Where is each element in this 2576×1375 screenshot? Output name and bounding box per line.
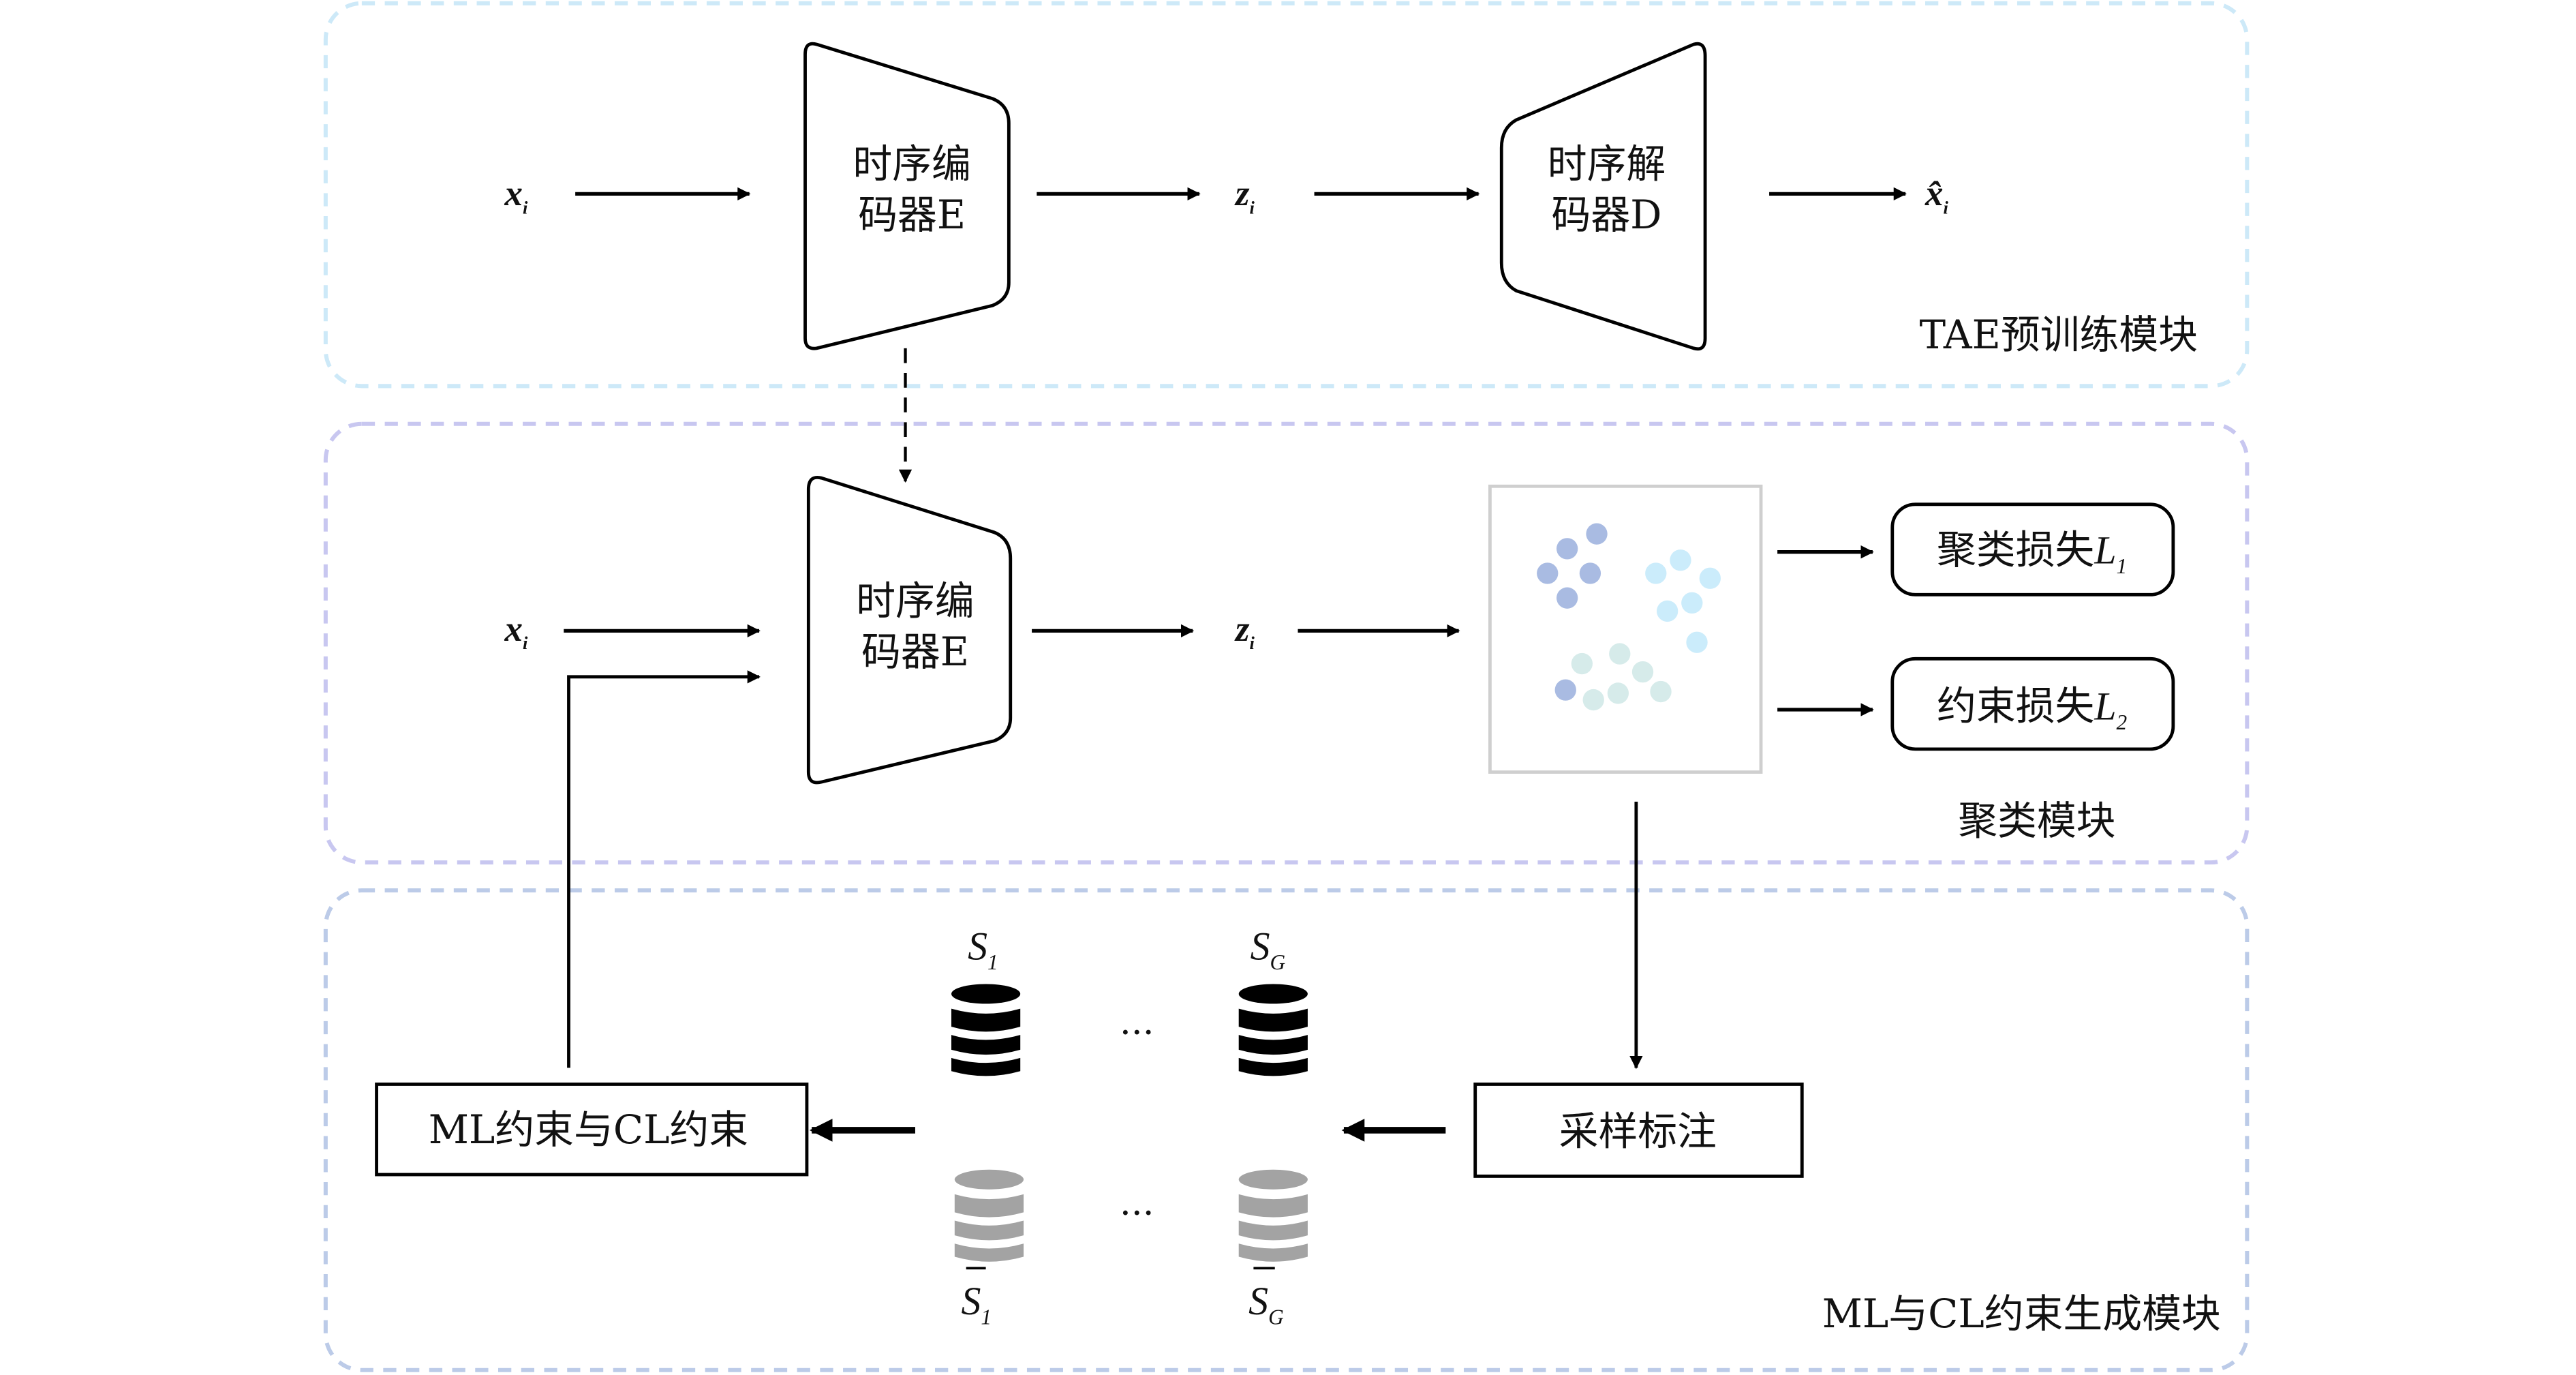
scatter-point [1656,600,1678,622]
arrow-constraints-feedback [567,670,761,1068]
scatter-point [1537,562,1559,584]
database-icon-sg-bar [1238,1169,1308,1262]
scatter-point [1571,652,1593,675]
constraints-box [375,1083,809,1177]
scatter-point [1579,562,1601,584]
scatter-point [1607,682,1629,704]
s1-bar-label: S1 [961,1279,992,1329]
scatter-point [1650,680,1672,703]
s1-label: S1 [968,924,998,973]
scatter-point [1586,523,1608,545]
scatter-point [1681,592,1703,614]
scatter-point [1699,567,1721,589]
ellipsis-bottom: ··· [1120,1192,1154,1235]
sampling-label: 采样标注 [1559,1108,1717,1155]
loss1-label: 聚类损失L1 [1937,527,2127,578]
pretrain-input-label: xi [504,174,529,217]
database-icon-s1 [951,984,1021,1076]
cluster-input-label: xi [504,609,529,653]
scatter-point [1554,679,1576,701]
sg-bar-label: SG [1248,1279,1284,1329]
cluster-scatter-points [1537,523,1721,711]
loss2-label: 约束损失L2 [1937,682,2127,734]
pretrain-module-frame [323,1,2250,389]
database-icon-sg [1238,984,1308,1076]
loss2-box [1890,656,2175,751]
cluster-module-frame [323,421,2250,865]
scatter-point [1631,661,1654,683]
constraint-module-frame [323,888,2250,1372]
constraints-label: ML约束与CL约束 [429,1106,748,1153]
loss1-box [1890,502,2175,596]
cluster-scatter-panel [1488,484,1763,774]
decoder-shape [1499,42,1707,351]
ellipsis-top: ··· [1120,1012,1154,1054]
cluster-module-label: 聚类模块 [1958,798,2115,844]
scatter-point [1582,689,1604,711]
scatter-point [1686,631,1708,653]
encoder-top-line2: 码器E [858,192,966,238]
encoder-shape-mid [806,476,1013,785]
scatter-point [1670,549,1691,571]
scatter-point [1557,587,1578,609]
cluster-latent-label: zi [1234,609,1255,653]
encoder-top-line1: 时序编 [853,140,970,187]
encoder-mid-line1: 时序编 [856,577,975,624]
database-icon-s1-bar [954,1169,1024,1262]
scatter-point [1645,562,1667,584]
pretrain-latent-label: zi [1234,174,1255,217]
encoder-mid-line2: 码器E [861,629,969,675]
sg-label: SG [1251,924,1286,973]
decoder-line2: 码器D [1551,192,1661,238]
pretrain-output-label: x̂i [1925,174,1949,217]
decoder-line1: 时序解 [1548,140,1666,187]
encoder-shape-top [803,42,1011,350]
sampling-box [1473,1083,1804,1178]
constraint-module-label: ML与CL约束生成模块 [1822,1290,2221,1337]
pretrain-module-label: TAE预训练模块 [1919,312,2198,358]
scatter-point [1609,643,1631,665]
scatter-point [1557,538,1578,560]
